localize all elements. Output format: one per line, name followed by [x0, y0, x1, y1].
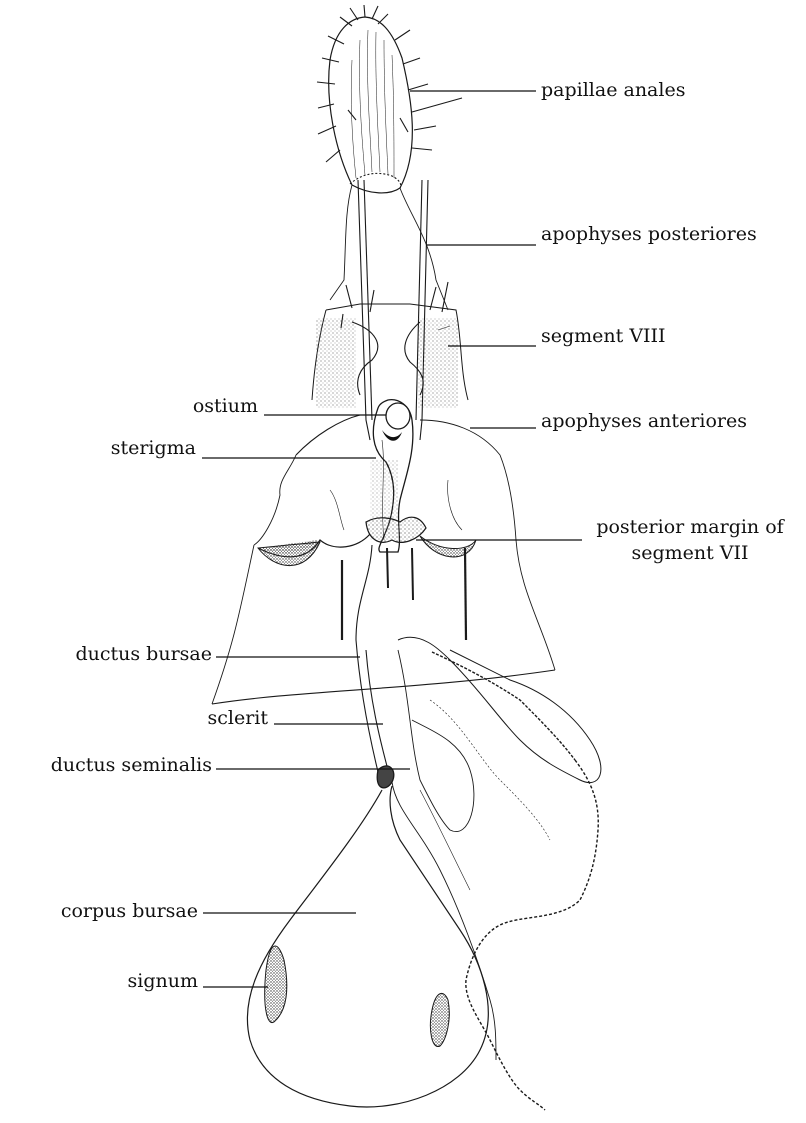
label-sterigma: sterigma	[60, 437, 196, 459]
appendix-bursae-structure	[398, 637, 601, 1110]
label-corpus-bursae: corpus bursae	[0, 900, 198, 922]
label-posterior-margin-line1: posterior margin of	[578, 516, 802, 538]
label-ostium: ostium	[150, 395, 258, 417]
corpus-bursae-structure	[247, 786, 488, 1107]
label-papillae-anales: papillae anales	[541, 79, 685, 101]
label-segment-viii: segment VIII	[541, 325, 666, 347]
label-signum: signum	[80, 970, 198, 992]
label-ductus-bursae: ductus bursae	[0, 643, 212, 665]
label-apophyses-posteriores: apophyses posteriores	[541, 223, 757, 245]
papillae-anales-structure	[317, 5, 462, 193]
label-ductus-seminalis: ductus seminalis	[0, 754, 212, 776]
ductus-bursae-structure	[356, 640, 394, 788]
label-sclerit: sclerit	[150, 707, 268, 729]
label-apophyses-anteriores: apophyses anteriores	[541, 410, 747, 432]
segment-viii-structure	[312, 282, 468, 408]
label-posterior-margin-line2: segment VII	[578, 542, 802, 564]
